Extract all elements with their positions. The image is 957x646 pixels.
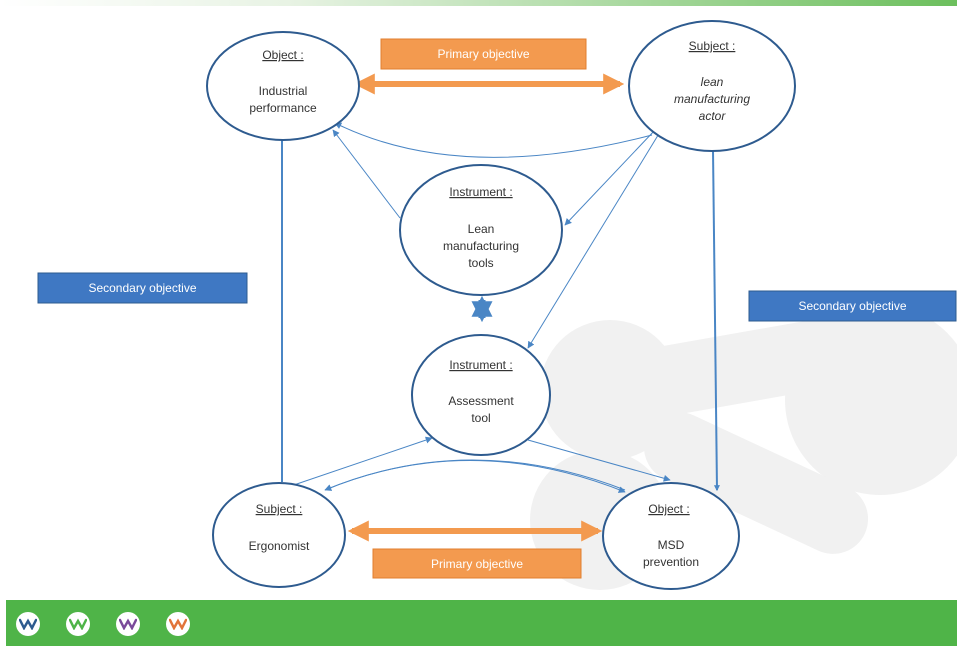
arrow-ergonomist-to-assessment	[284, 436, 433, 489]
arrow-subject-to-msd	[712, 149, 720, 492]
vertical-arrows	[279, 133, 720, 492]
node-subject-ergonomist: Subject : Ergonomist	[212, 482, 346, 588]
arrow-instrument-to-object	[332, 129, 401, 219]
arrow-ergonomist-to-msd-curve	[324, 460, 626, 493]
node-line: MSD	[658, 538, 685, 552]
primary-label-bottom: Primary objective	[372, 548, 582, 579]
footer-bar	[6, 600, 957, 646]
svg-text:Secondary objective: Secondary objective	[798, 299, 906, 313]
arrow-subject-to-assessment	[527, 131, 661, 349]
node-title: Subject :	[689, 39, 736, 53]
node-subject-lean-actor: Subject : lean manufacturing actor	[628, 20, 796, 152]
node-line: Industrial	[259, 84, 308, 98]
logo-green-icon	[66, 612, 90, 636]
node-title: Instrument :	[449, 358, 512, 372]
node-line: manufacturing	[674, 92, 750, 106]
node-line: manufacturing	[443, 239, 519, 253]
svg-text:Primary objective: Primary objective	[437, 47, 529, 61]
connector-arrows	[284, 122, 671, 493]
node-title: Instrument :	[449, 185, 512, 199]
node-line: lean	[701, 75, 724, 89]
node-line: prevention	[643, 555, 699, 569]
node-object-performance: Object : Industrial performance	[206, 31, 360, 141]
svg-text:Primary objective: Primary objective	[431, 557, 523, 571]
node-line: Assessment	[448, 394, 514, 408]
node-instrument-lean-tools: Instrument : Lean manufacturing tools	[399, 164, 563, 296]
node-line: performance	[249, 101, 317, 115]
node-instrument-assessment: Instrument : Assessment tool	[411, 334, 551, 456]
logo-purple-icon	[116, 612, 140, 636]
background-watermark	[530, 305, 957, 590]
node-title: Subject :	[256, 502, 303, 516]
node-title: Object :	[648, 502, 689, 516]
node-line: Ergonomist	[249, 539, 310, 553]
secondary-label-left: Secondary objective	[37, 272, 248, 304]
node-line: tools	[468, 256, 493, 270]
arrow-assessment-to-msd	[527, 439, 671, 482]
node-title: Object :	[262, 48, 303, 62]
top-accent-line	[0, 0, 957, 6]
node-line: Lean	[468, 222, 495, 236]
node-line: tool	[471, 411, 490, 425]
arrow-subject-to-lean-tools	[564, 129, 656, 226]
node-object-msd: Object : MSD prevention	[602, 482, 740, 590]
arrow-subject-to-object-curve	[334, 122, 653, 158]
node-line: actor	[699, 109, 727, 123]
svg-text:Secondary objective: Secondary objective	[88, 281, 196, 295]
primary-label-top: Primary objective	[380, 38, 587, 70]
secondary-label-right: Secondary objective	[748, 290, 957, 322]
logo-blue-icon	[16, 612, 40, 636]
logo-orange-icon	[166, 612, 190, 636]
primary-arrows	[347, 73, 625, 542]
